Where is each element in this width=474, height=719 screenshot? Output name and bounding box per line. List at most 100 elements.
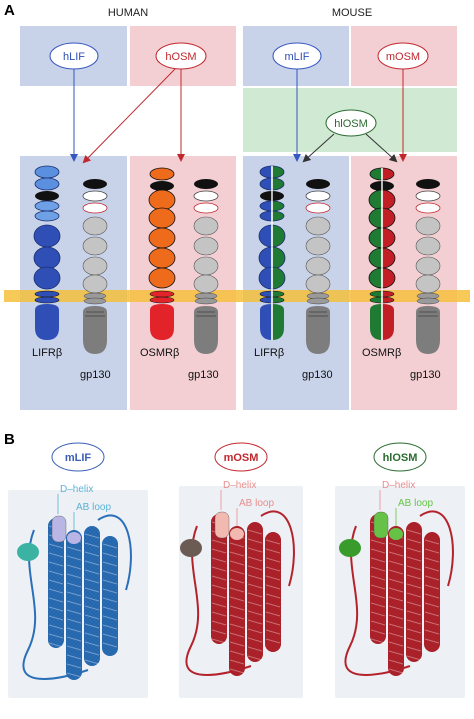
helix-turn <box>211 611 227 617</box>
helix-turn <box>424 539 440 545</box>
receptor-domain <box>305 202 331 214</box>
helix-turn <box>229 587 245 593</box>
mouse-osmr-label: OSMRβ <box>362 347 401 359</box>
helix-turn <box>388 623 404 629</box>
mouse-osmr-chain <box>368 167 396 340</box>
helix-turn <box>406 538 422 544</box>
helix-turn <box>48 606 64 612</box>
helix-turn <box>229 605 245 611</box>
helix-turn <box>388 587 404 593</box>
helix-turn <box>102 615 118 621</box>
helix-turn <box>370 602 386 608</box>
helix-turn <box>247 538 263 544</box>
helix-turn <box>84 650 100 656</box>
helix-turn <box>48 588 64 594</box>
mouse-gp130-label-2: gp130 <box>410 369 441 381</box>
hlosm-ligand-label: hlOSM <box>334 118 368 130</box>
mouse-heading: MOUSE <box>332 7 372 19</box>
helix-turn <box>406 637 422 643</box>
mlif-ligand: mLIF <box>272 42 322 70</box>
receptor-tail <box>150 304 174 340</box>
helix-turn <box>370 638 386 644</box>
helix-turn <box>406 628 422 634</box>
helix-bundle <box>344 510 454 676</box>
receptor-domain <box>194 179 218 189</box>
helix-turn <box>370 584 386 590</box>
receptor-domain <box>415 256 441 276</box>
helix-turn <box>247 583 263 589</box>
helix-turn <box>66 645 82 651</box>
helix-turn <box>229 641 245 647</box>
structure-title: hlOSM <box>383 452 418 464</box>
helix-turn <box>388 569 404 575</box>
helix-turn <box>406 592 422 598</box>
receptor-domain <box>34 210 60 222</box>
receptor-domain <box>193 256 219 276</box>
receptor-tail <box>416 306 440 354</box>
helix-turn <box>102 561 118 567</box>
d-helix-highlight <box>214 511 230 539</box>
helix-turn <box>229 659 245 665</box>
mouse-osmr-column <box>351 156 457 410</box>
structure-title-oval <box>51 442 105 472</box>
receptor-domain <box>193 216 219 236</box>
mouse-gp130-chain-2 <box>415 179 441 354</box>
helix-turn <box>265 584 281 590</box>
helix-turn <box>388 614 404 620</box>
helix-turn <box>211 638 227 644</box>
helix-turn <box>84 587 100 593</box>
helix-turn <box>211 620 227 626</box>
receptor-domain <box>33 224 61 248</box>
helix-turn <box>370 566 386 572</box>
helix-turn <box>265 575 281 581</box>
receptor-domain <box>149 167 175 181</box>
mlif-ligand-label: mLIF <box>284 51 309 63</box>
helix-turn <box>370 539 386 545</box>
receptor-domain <box>148 189 176 211</box>
structure-title: mLIF <box>65 452 92 464</box>
helix-turn <box>211 584 227 590</box>
helix-turn <box>406 655 422 661</box>
helix-turn <box>265 620 281 626</box>
d-helix-label: D–helix <box>382 480 415 491</box>
helix-turn <box>211 548 227 554</box>
helix-turn <box>66 555 82 561</box>
helix-turn <box>84 632 100 638</box>
helix-turn <box>229 596 245 602</box>
ab-loop-label: AB loop <box>76 502 111 513</box>
helix-turn <box>102 579 118 585</box>
helix-turn <box>84 533 100 539</box>
helix-turn <box>66 564 82 570</box>
ab-loop-label: AB loop <box>239 498 274 509</box>
helix-turn <box>48 570 64 576</box>
helix-turn <box>370 593 386 599</box>
membrane-band <box>4 290 470 302</box>
helix-turn <box>48 624 64 630</box>
helix-turn <box>84 560 100 566</box>
helix-turn <box>406 646 422 652</box>
receptor-domain <box>305 236 331 256</box>
helix-turn <box>66 636 82 642</box>
receptor-domain <box>82 236 108 256</box>
coil <box>419 510 454 587</box>
hlosm-ligand: hlOSM <box>325 109 377 137</box>
ab-loop-label: AB loop <box>398 498 433 509</box>
helix-turn <box>229 578 245 584</box>
helix-turn <box>211 629 227 635</box>
helix-turn <box>406 556 422 562</box>
receptor-domain <box>149 290 175 298</box>
receptor-domain <box>34 290 60 298</box>
helix-turn <box>247 529 263 535</box>
helix-turn <box>66 582 82 588</box>
coil <box>22 529 89 680</box>
receptor-tail <box>306 306 330 354</box>
helix-turn <box>211 593 227 599</box>
hosm-ligand: hOSM <box>155 42 207 70</box>
helix-turn <box>48 642 64 648</box>
receptor-domain <box>415 274 441 294</box>
receptor-domain <box>34 200 60 212</box>
helix-mesh <box>406 522 422 662</box>
coil <box>97 514 132 591</box>
helix-turn <box>66 672 82 678</box>
